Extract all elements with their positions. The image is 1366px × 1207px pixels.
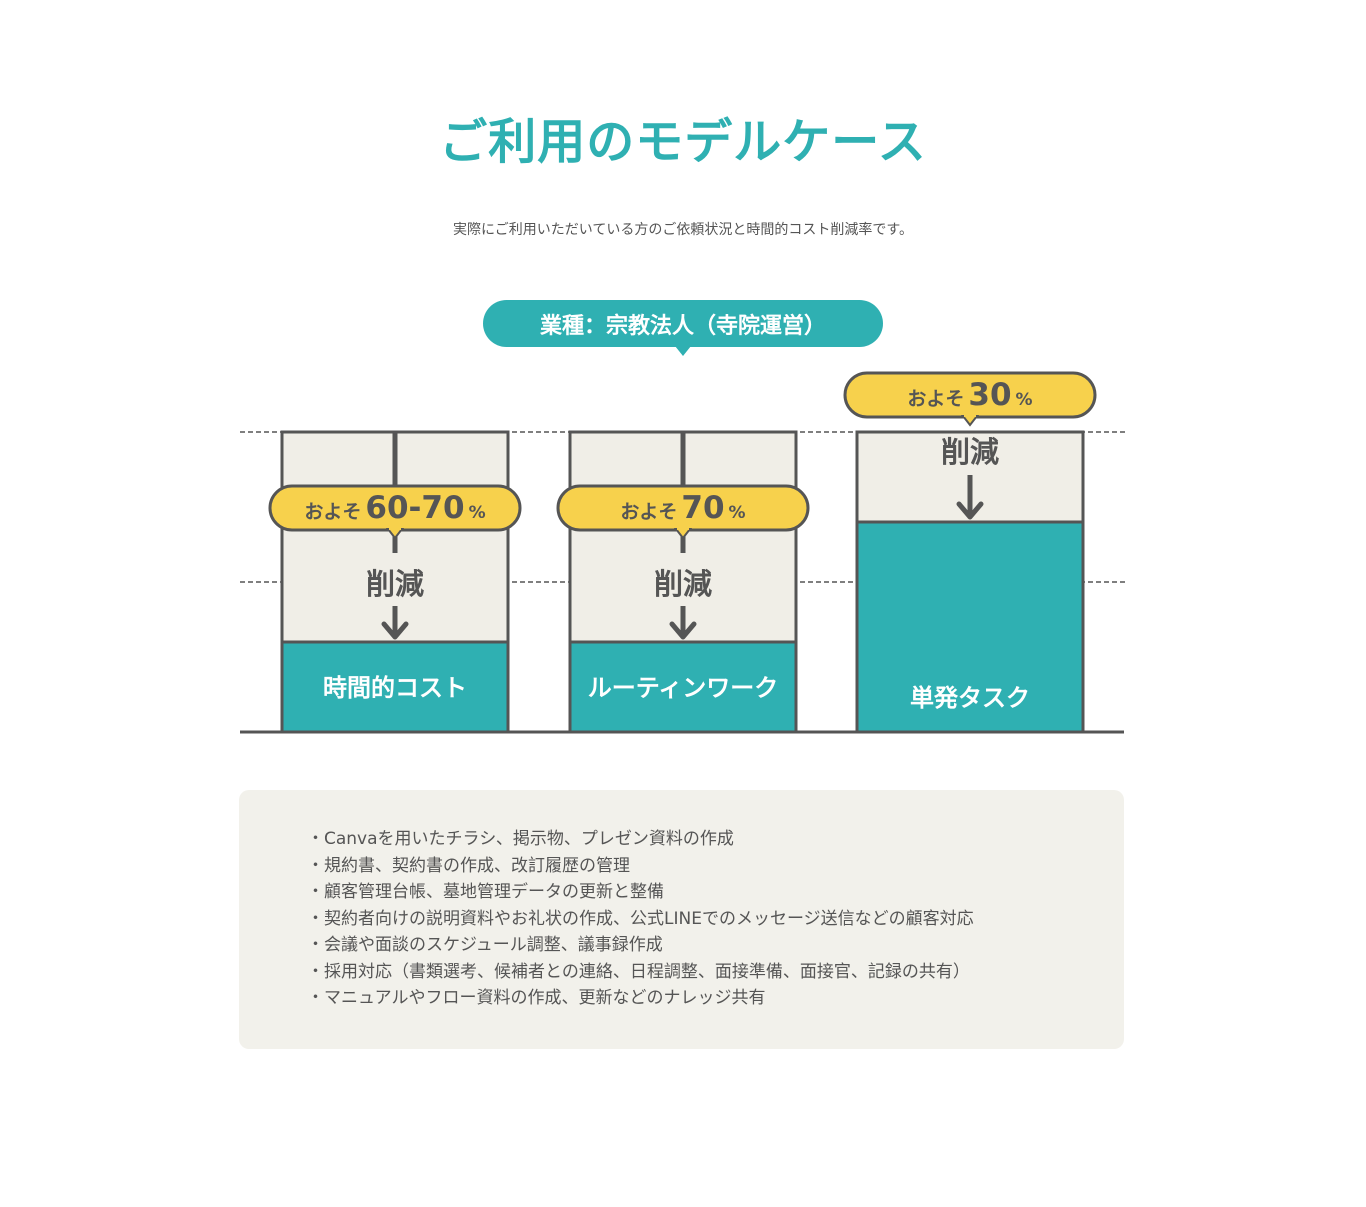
arrow-head (956, 501, 984, 520)
list-item: Canvaを用いたチラシ、掲示物、プレゼン資料の作成 (307, 826, 974, 853)
category-label: ルーティンワーク (588, 674, 779, 702)
badge-seam (389, 527, 401, 530)
bar (568, 640, 798, 734)
list-item: 顧客管理台帳、墓地管理データの更新と整備 (307, 879, 974, 906)
reduction-word: 削減 (654, 567, 712, 601)
list-item: マニュアルやフロー資料の作成、更新などのナレッジ共有 (307, 985, 974, 1012)
reduction-word: 削減 (366, 567, 424, 601)
page-subtitle: 実際にご利用いただいている方のご依頼状況と時間的コスト削減率です。 (453, 222, 913, 238)
badge-pointer (960, 415, 980, 427)
badge-seam (677, 527, 689, 530)
arrow-head (381, 621, 409, 640)
list-item: 採用対応（書類選考、候補者との連絡、日程調整、面接準備、面接官、記録の共有） (307, 959, 974, 986)
page-title: ご利用のモデルケース (439, 114, 927, 170)
arrow-head (669, 621, 697, 640)
task-list: Canvaを用いたチラシ、掲示物、プレゼン資料の作成 規約書、契約書の作成、改訂… (307, 826, 974, 1012)
task-list-panel: Canvaを用いたチラシ、掲示物、プレゼン資料の作成 規約書、契約書の作成、改訂… (239, 790, 1124, 1049)
industry-label: 業種：宗教法人（寺院運営） (483, 300, 883, 356)
category-label: 単発タスク (910, 684, 1030, 712)
list-item: 契約者向けの説明資料やお礼状の作成、公式LINEでのメッセージ送信などの顧客対応 (307, 906, 974, 933)
reduction-word: 削減 (941, 435, 999, 469)
category-label: 時間的コスト (323, 674, 467, 702)
badge-seam (964, 414, 976, 417)
list-item: 会議や面談のスケジュール調整、議事録作成 (307, 932, 974, 959)
bar (855, 520, 1085, 734)
list-item: 規約書、契約書の作成、改訂履歴の管理 (307, 853, 974, 880)
